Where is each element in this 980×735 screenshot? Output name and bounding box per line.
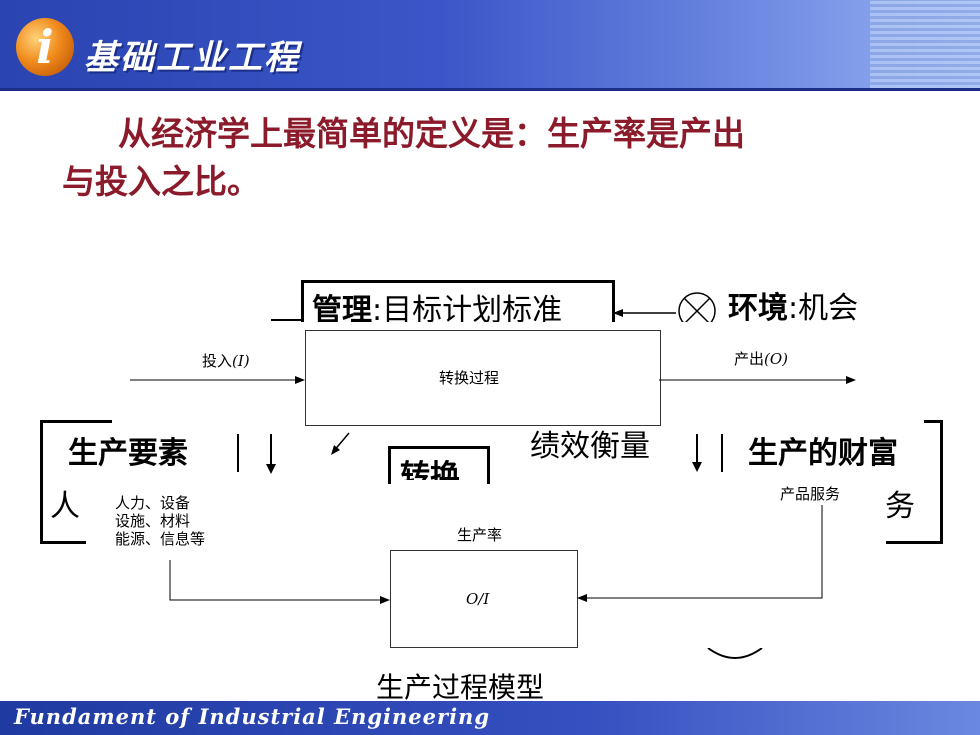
- management-text: 管理:目标计划标准: [312, 293, 563, 328]
- title-line-2: 与投入之比。: [62, 162, 260, 201]
- ratio-label: O/I: [466, 590, 490, 608]
- productivity-ratio-box: [390, 550, 578, 648]
- output-arrowhead: [846, 376, 856, 384]
- keyboard-decoration: [870, 0, 980, 88]
- output-feedback-arrowhead: [577, 594, 587, 602]
- footer-banner: [0, 701, 980, 735]
- lower-arc: [707, 647, 763, 659]
- diagonal-arrowhead: [331, 445, 340, 455]
- management-frame: [301, 280, 615, 329]
- performance-text: 绩效衡量: [530, 429, 650, 464]
- down-arrowhead-2: [692, 462, 702, 472]
- management-arrowhead: [613, 309, 623, 317]
- footer-text: Fundament of Industrial Engineering: [14, 704, 490, 729]
- input-feedback-arrowhead: [380, 596, 390, 604]
- header-divider: [0, 88, 980, 91]
- transform-text: 转换: [400, 460, 460, 480]
- transform-process-label: 转换过程: [439, 369, 500, 387]
- logo-letter: i: [36, 20, 54, 74]
- output-feedback-line: [586, 505, 823, 599]
- transform-process-box: [305, 330, 661, 426]
- input-factors-text: 生产要素: [68, 436, 188, 471]
- header-banner: [0, 0, 980, 88]
- output-wealth-text: 生产的财富: [748, 436, 898, 471]
- output-label: 产出(O): [734, 350, 789, 368]
- environment-cross-b: [683, 297, 711, 325]
- input-item: 设施、材料: [115, 512, 191, 530]
- input-label: 投入(I): [202, 352, 250, 370]
- output-items-label: 产品服务: [780, 485, 841, 503]
- logo-ball-icon: [16, 18, 74, 76]
- service-text: 务: [885, 489, 915, 524]
- productivity-label: 生产率: [457, 526, 503, 544]
- input-items-list: 人力、设备 设施、材料 能源、信息等: [115, 494, 205, 548]
- environment-text: 环境:机会: [728, 291, 859, 326]
- title-line-1: 从经济学上最简单的定义是：生产率是产出: [118, 114, 745, 153]
- input-arrowhead: [295, 376, 305, 384]
- input-feedback-line: [169, 560, 382, 601]
- input-item: 能源、信息等: [115, 530, 206, 548]
- page-title: 从经济学上最简单的定义是：生产率是产出 与投入之比。: [62, 110, 922, 206]
- down-arrowhead-1: [266, 464, 276, 474]
- figure-caption: 生产过程模型: [376, 671, 545, 704]
- input-item: 人力、设备: [115, 494, 191, 512]
- transform-frame: [388, 446, 490, 489]
- logo-text: 基础工业工程: [84, 38, 300, 78]
- person-text: 人: [50, 489, 80, 524]
